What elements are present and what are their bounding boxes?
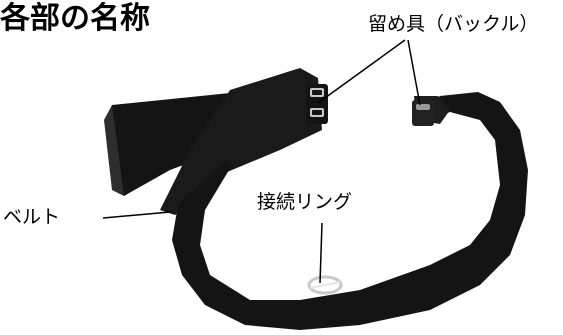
buckle-leader-line-right <box>407 39 421 106</box>
connection-ring <box>307 275 343 295</box>
belt-leader-line <box>102 211 171 219</box>
buckle-right <box>412 100 434 126</box>
upper-strap <box>160 68 322 215</box>
left-strap-edge <box>104 105 124 196</box>
buckle-leader-line-left <box>317 39 406 104</box>
buckle-label: 留め具（バックル） <box>368 13 539 35</box>
ring-leader-line <box>319 222 323 284</box>
belt-label: ベルト <box>3 206 61 228</box>
main-strap <box>172 92 528 330</box>
buckle-left <box>306 84 328 124</box>
ring-label: 接続リング <box>257 191 353 213</box>
page-title: 各部の名称 <box>0 1 150 36</box>
